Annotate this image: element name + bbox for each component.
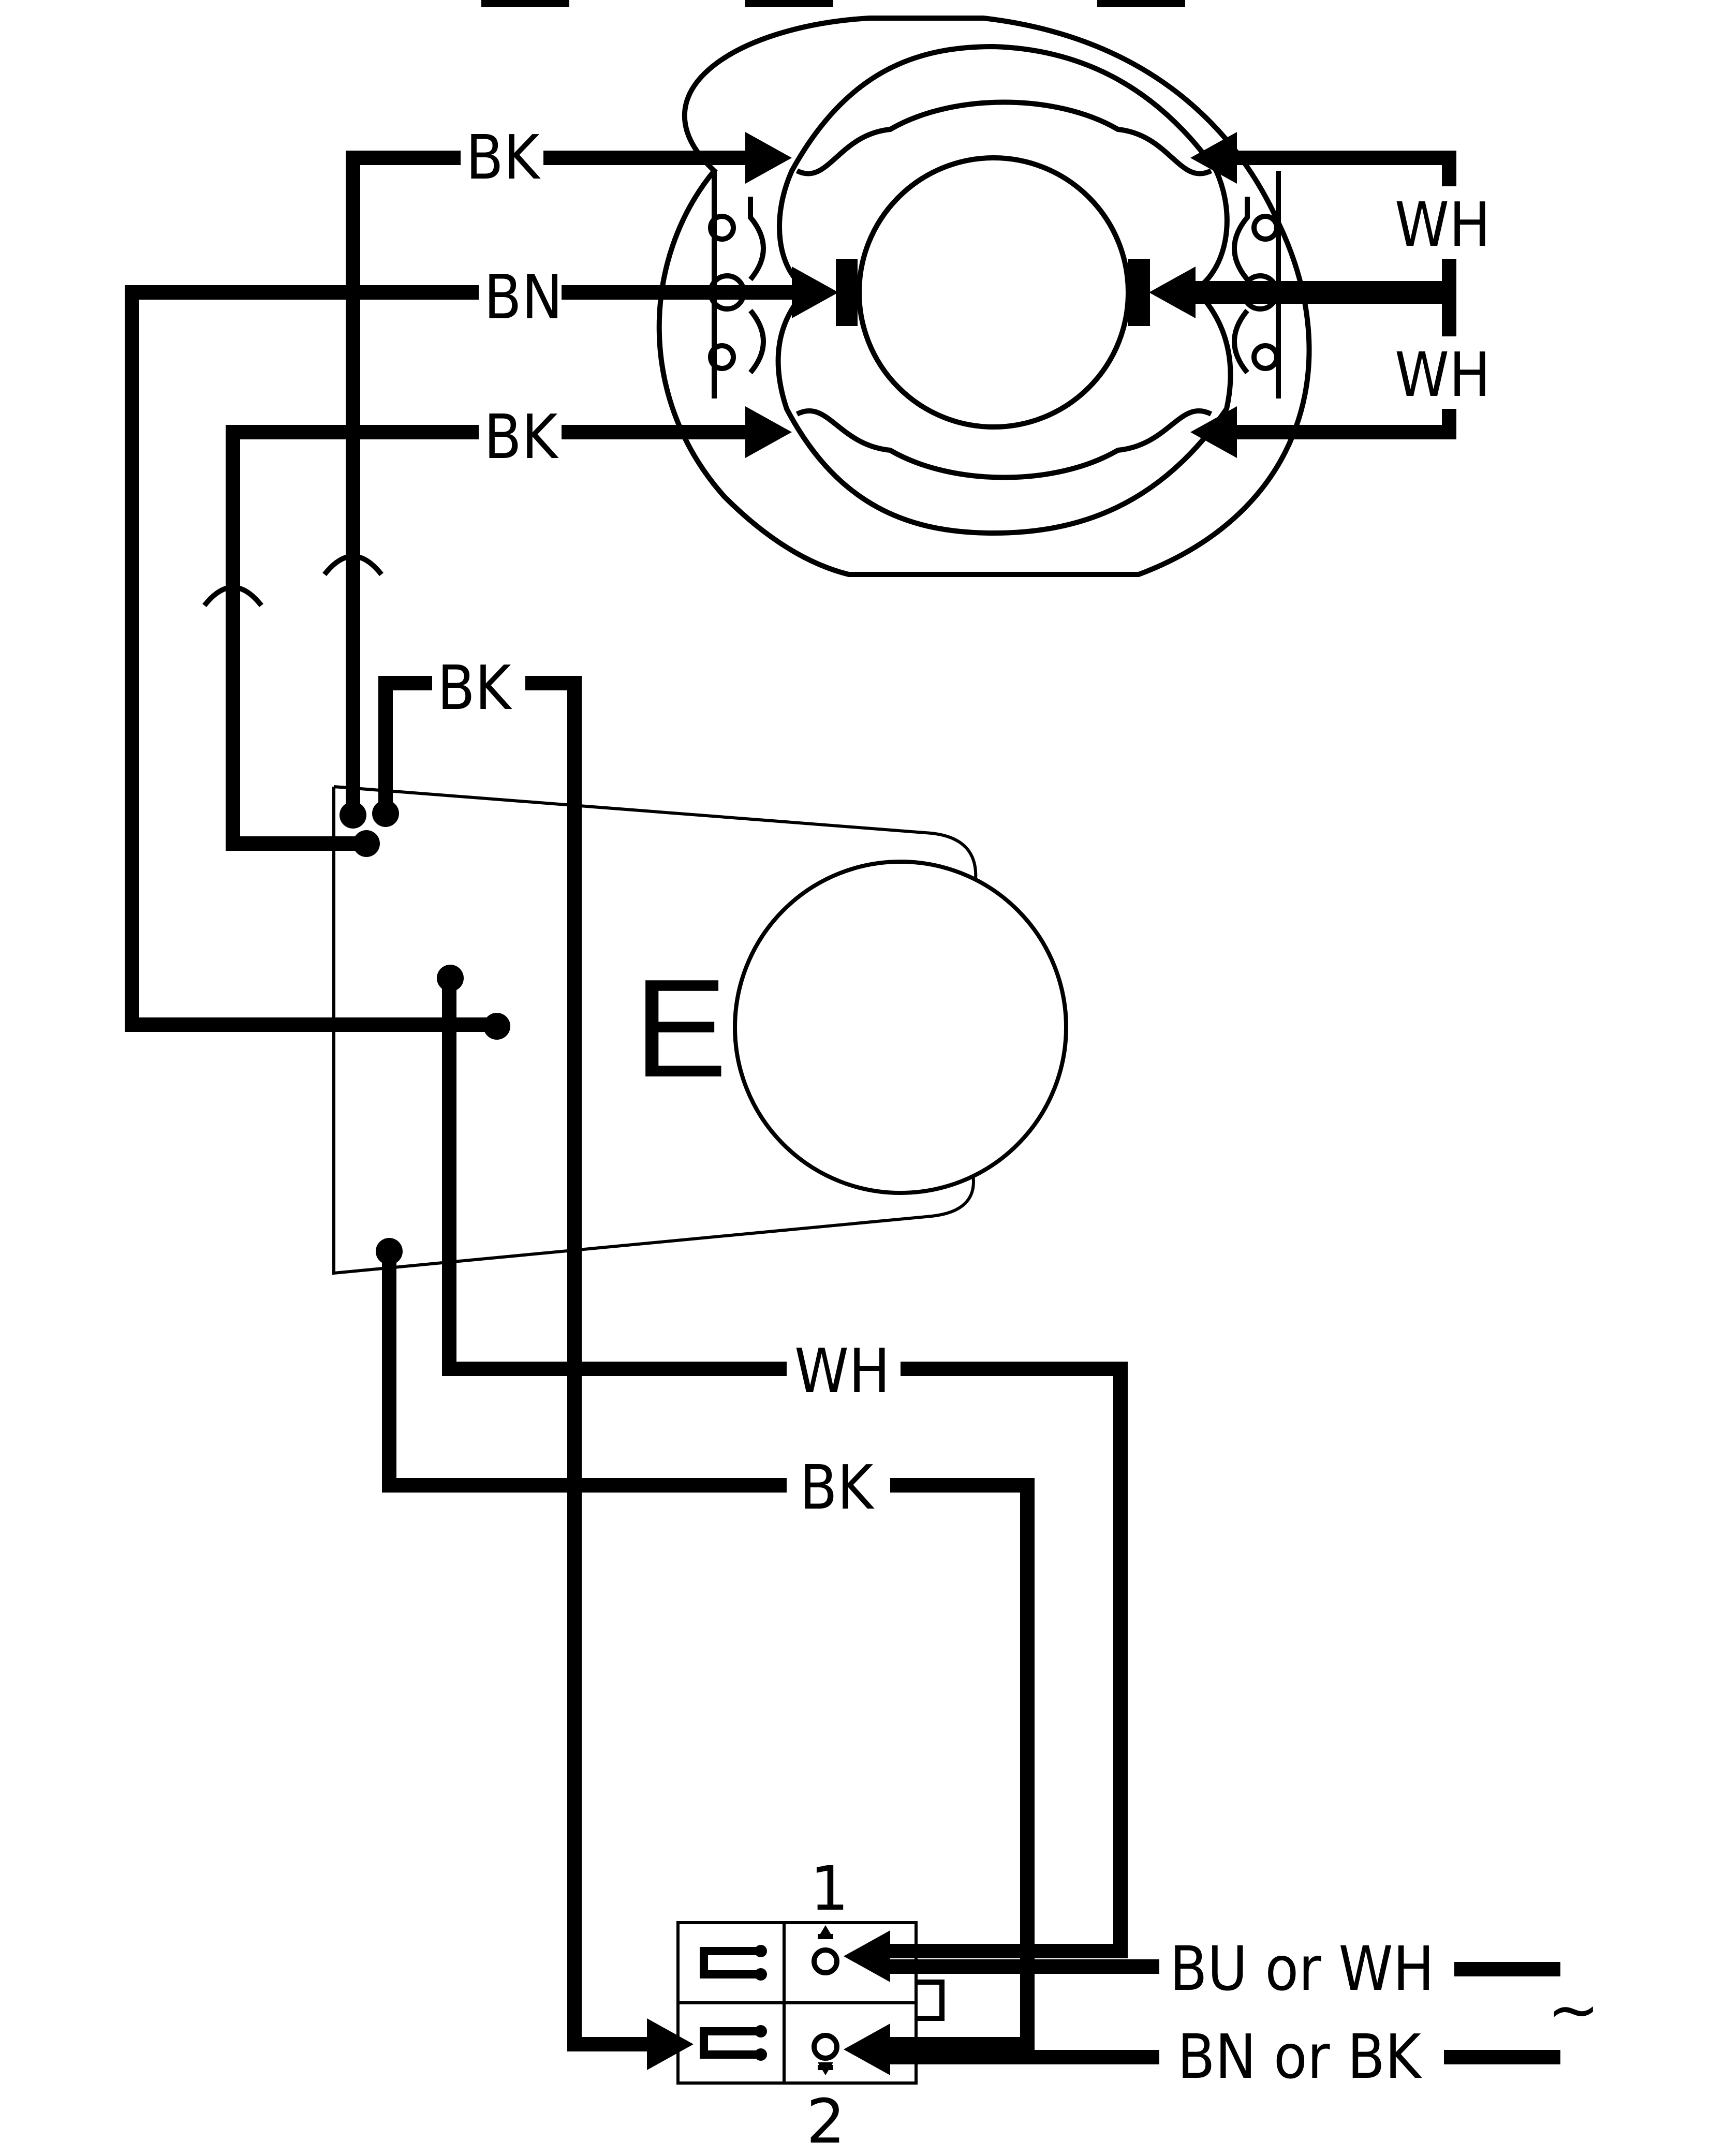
terminal-dot [437,965,464,992]
mount-hole [708,343,736,371]
brush-right [1128,259,1150,326]
wire-bn [125,285,807,1032]
terminal-dot [483,1013,510,1040]
arrow-wh-lower [1190,406,1237,458]
wire-bk-capacitor [378,676,657,2051]
wires [125,151,1560,2064]
terminal-dot [340,802,366,829]
rotor [857,155,1131,430]
terminal-dot [376,1238,403,1265]
arrow-wh-brush [1149,267,1196,318]
label-wh-upper: WH [1395,189,1491,260]
wire-wh-lower [442,981,1128,1958]
slot-2 [700,2027,761,2059]
lower-pole [795,408,1213,480]
arrowheads [647,132,1237,2075]
label-bk-capacitor: BK [437,652,512,723]
capacitor-bracket [332,785,978,1275]
terminal-number-2: 2 [806,2086,845,2156]
crossover-bump [202,585,263,608]
arrow-bn [792,267,838,318]
component-letter: E [634,951,727,1106]
ac-symbol: ~ [1547,1974,1600,2046]
arrow-terminal-2-in [647,2018,694,2070]
arrow-bk-lower [745,406,792,458]
terminal-number-1: 1 [810,1853,849,1924]
arrow-bk-top [745,132,792,184]
motor-housing [656,16,1312,577]
terminal-dot [353,830,380,857]
capacitor-body [733,860,1068,1195]
arrow-wh-top [1190,132,1237,184]
label-bk-top: BK [466,122,541,193]
label-bk-lower: BK [484,401,559,472]
label-bk-lower-wire: BK [800,1452,875,1523]
label-wh-lower: WH [1395,339,1491,410]
terminal-dot [372,800,399,827]
upper-pole [795,99,1213,176]
mount-hole [1251,343,1279,371]
bracket-left-inner [748,197,766,375]
mount-hole [708,214,736,242]
motor [481,0,1312,577]
bracket-right-inner [1232,197,1250,375]
crossover-bump [322,554,384,577]
terminal-bridge [916,1980,945,2021]
arrow-terminal-2 [844,2024,890,2075]
brush-left [836,259,858,326]
terminal-block [676,1921,918,2085]
wire-bk-lower-switch [382,1252,1035,2051]
screw-1 [812,1947,839,1975]
wire-bk-top [346,151,753,813]
capacitor-component [332,785,1068,1275]
slot-1 [700,1947,761,1978]
screw-2 [812,2033,839,2061]
mount-hole [1251,214,1279,242]
supply-label-1: BU or WH [1170,1933,1434,2004]
label-bn: BN [484,261,563,333]
label-wh-lower-wire: WH [794,1335,890,1407]
supply-label-2: BN or BK [1177,2021,1422,2092]
wire-bk-lower [226,425,753,851]
stator [775,43,1233,536]
label-knockouts [432,119,1488,1522]
arrow-terminal-1 [844,1930,890,1982]
